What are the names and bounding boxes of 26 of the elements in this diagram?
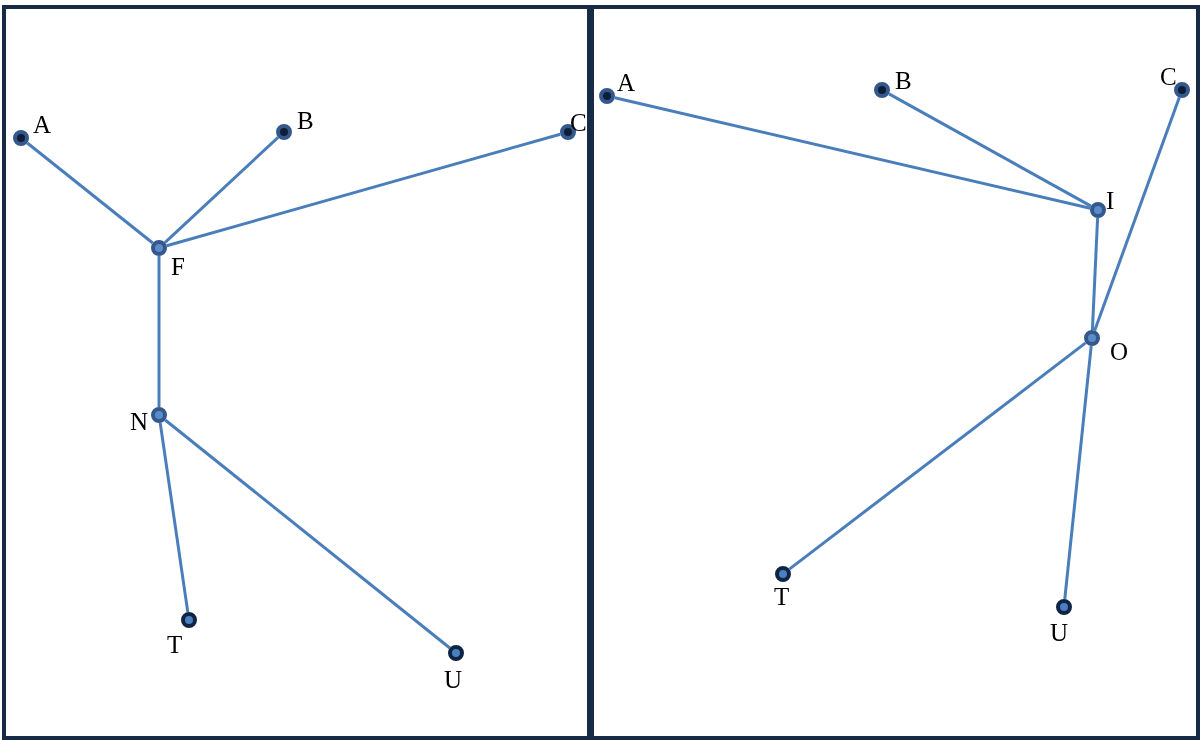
point-label: O	[1110, 339, 1129, 364]
connector-line	[1063, 345, 1093, 600]
point-label: C	[1160, 64, 1177, 89]
point-label: A	[33, 112, 52, 137]
connector-line	[888, 92, 1092, 208]
point-label: C	[570, 110, 587, 135]
connector-line	[26, 141, 154, 245]
point-label: U	[1050, 620, 1069, 645]
connector-line	[788, 341, 1087, 571]
point-label: B	[895, 68, 912, 93]
point-label: N	[130, 409, 149, 434]
connector-line	[158, 422, 190, 613]
point-label: A	[617, 70, 636, 95]
connector-line	[166, 132, 561, 248]
point-label: U	[444, 667, 463, 692]
point-label: F	[171, 254, 185, 279]
connector-line	[164, 418, 451, 650]
connector-line	[1090, 217, 1100, 331]
point-label: B	[297, 108, 314, 133]
connector-line	[163, 136, 280, 244]
point-label: I	[1106, 188, 1115, 213]
point-label: T	[774, 584, 790, 609]
connector-line	[614, 96, 1091, 210]
point-label: T	[167, 632, 183, 657]
connector-line	[1093, 97, 1181, 331]
connector-line	[157, 256, 161, 407]
